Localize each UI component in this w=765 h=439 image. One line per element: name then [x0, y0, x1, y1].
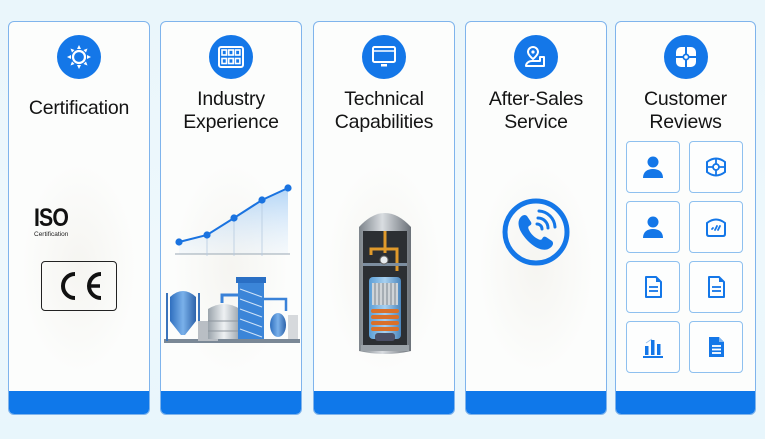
review-tile[interactable] — [689, 201, 743, 253]
review-tile[interactable] — [626, 141, 680, 193]
monitor-icon — [362, 35, 406, 79]
industrial-plant-illustration — [164, 277, 300, 343]
card-title: Certification — [28, 97, 130, 119]
user-icon — [643, 216, 663, 238]
review-tile[interactable] — [689, 141, 743, 193]
bar-chart-icon — [643, 338, 663, 358]
card-title: Technical Capabilities — [334, 88, 434, 133]
review-tile-grid — [626, 141, 743, 373]
card-footer-bar — [9, 391, 149, 414]
card-industry-experience: Industry Experience — [160, 21, 302, 415]
gauge-icon — [706, 218, 726, 237]
user-icon — [643, 156, 663, 178]
card-customer-reviews: Customer Reviews — [615, 21, 756, 415]
review-tile[interactable] — [689, 261, 743, 313]
card-footer-bar — [466, 391, 606, 414]
target-icon — [706, 157, 726, 177]
card-footer-bar — [616, 391, 755, 414]
reactor-vessel-illustration — [359, 213, 411, 354]
card-title: Customer Reviews — [644, 88, 727, 133]
card-technical-capabilities: Technical Capabilities — [313, 21, 455, 415]
grid-icon — [209, 35, 253, 79]
card-title: After-Sales Service — [488, 88, 584, 133]
ce-mark — [41, 261, 117, 311]
review-tile[interactable] — [626, 261, 680, 313]
card-title: Industry Experience — [183, 88, 279, 133]
review-tile[interactable] — [689, 321, 743, 373]
iso-certification-mark: ISO Certification — [34, 204, 69, 239]
card-after-sales-service: After-Sales Service — [465, 21, 607, 415]
review-tile[interactable] — [626, 201, 680, 253]
document-icon — [708, 276, 725, 298]
growth-line-chart — [175, 184, 292, 256]
card-footer-bar — [314, 391, 454, 414]
document-icon — [645, 276, 662, 298]
sun-gear-icon — [57, 35, 101, 79]
card-certification: Certification ISO Certification — [8, 21, 150, 415]
review-tile[interactable] — [626, 321, 680, 373]
card-footer-bar — [161, 391, 301, 414]
phone-call-icon — [502, 198, 570, 266]
document-filled-icon — [709, 337, 724, 357]
user-location-icon — [514, 35, 558, 79]
quadrant-target-icon — [663, 35, 708, 79]
